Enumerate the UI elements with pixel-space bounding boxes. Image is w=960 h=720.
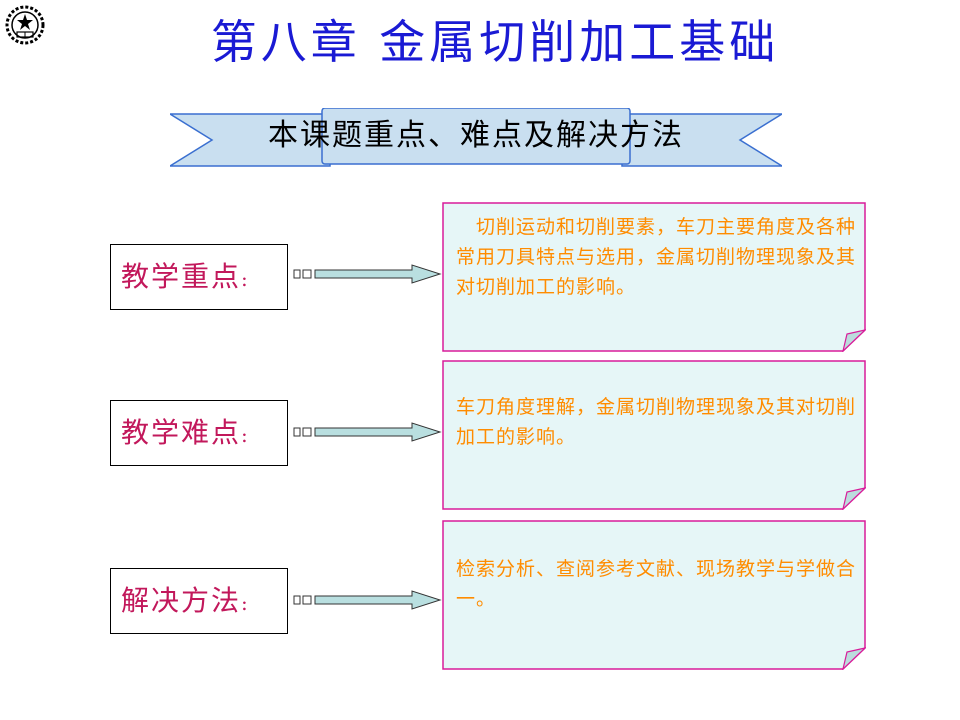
label-key-points: 教学重点: bbox=[110, 244, 288, 310]
emblem-icon bbox=[5, 5, 45, 45]
banner-text: 本课题重点、难点及解决方法 bbox=[268, 118, 684, 153]
content-note-difficulties: 车刀角度理解，金属切削物理现象及其对切削加工的影响。 bbox=[442, 360, 866, 510]
content-text-key-points: 切削运动和切削要素，车刀主要角度及各种常用刀具特点与选用，金属切削物理现象及其对… bbox=[456, 216, 857, 298]
label-colon: : bbox=[241, 591, 250, 615]
content-note-solutions: 检索分析、查阅参考文献、现场教学与学做合一。 bbox=[442, 520, 866, 670]
label-solutions-text: 解决方法 bbox=[121, 584, 242, 617]
label-key-points-text: 教学重点 bbox=[121, 260, 242, 293]
right-arrow-icon bbox=[293, 264, 442, 284]
label-difficulties: 教学难点: bbox=[110, 400, 288, 466]
ribbon-banner bbox=[170, 108, 782, 167]
content-text-difficulties: 车刀角度理解，金属切削物理现象及其对切削加工的影响。 bbox=[456, 396, 857, 448]
label-colon: : bbox=[241, 267, 250, 291]
label-colon: : bbox=[241, 423, 250, 447]
label-solutions: 解决方法: bbox=[110, 568, 288, 634]
content-text-solutions: 检索分析、查阅参考文献、现场教学与学做合一。 bbox=[456, 558, 857, 610]
right-arrow-icon bbox=[293, 590, 442, 610]
right-arrow-icon bbox=[293, 422, 442, 442]
page-title: 第八章 金属切削加工基础 bbox=[210, 15, 780, 69]
content-note-key-points: 切削运动和切削要素，车刀主要角度及各种常用刀具特点与选用，金属切削物理现象及其对… bbox=[442, 202, 866, 352]
label-difficulties-text: 教学难点 bbox=[121, 416, 242, 449]
